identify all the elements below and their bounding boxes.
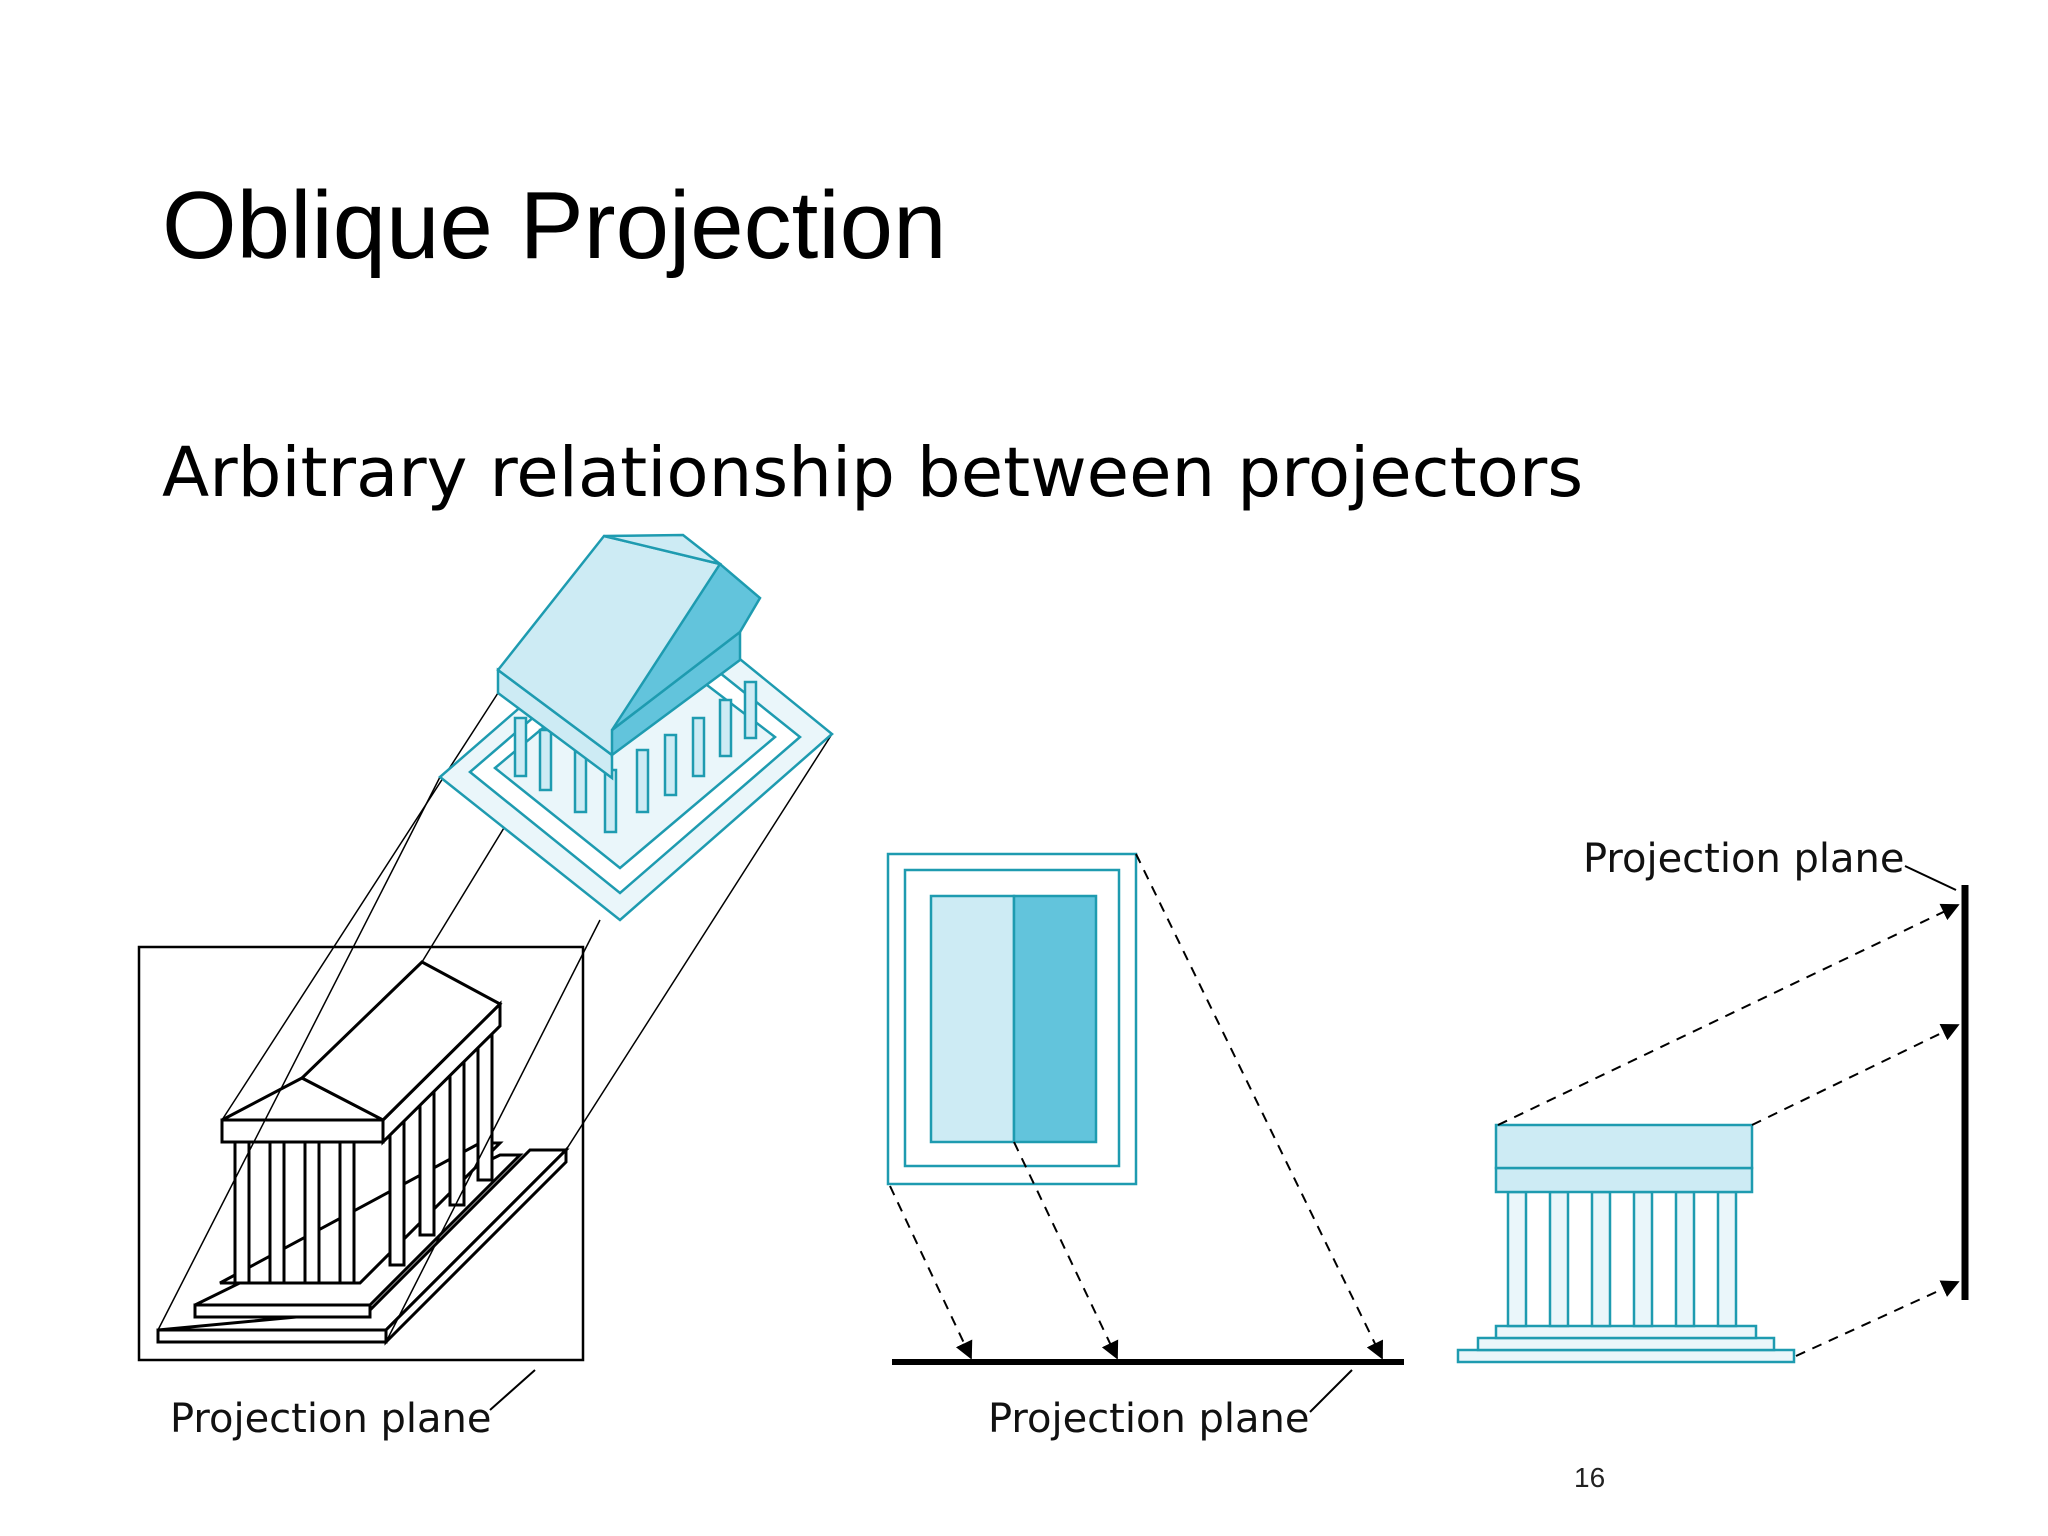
left-projectors <box>157 534 833 1343</box>
left-plane-frame <box>137 945 585 1362</box>
left-label-leader <box>489 1369 536 1411</box>
side-view-columns <box>1506 1190 1738 1328</box>
right-side-view: Projection plane <box>1456 836 1969 1364</box>
middle-label-leader <box>1309 1369 1353 1413</box>
left-plane-label: Projection plane <box>170 1396 491 1442</box>
bullet-text-line: Arbitrary relationship between projector… <box>162 433 1584 528</box>
roof-light-half <box>929 894 1016 1144</box>
middle-projectors <box>889 853 1383 1360</box>
roof-dark-half <box>1012 894 1098 1144</box>
slide-title: Oblique Projection <box>162 172 947 279</box>
right-plane-label: Projection plane <box>1583 836 1904 882</box>
bullet-text: Arbitrary relationship between projector… <box>162 428 1662 528</box>
middle-plane-label: Projection plane <box>988 1396 1309 1442</box>
left-oblique-view: Projection plane <box>137 533 834 1442</box>
black-temple <box>156 960 570 1346</box>
page-number: 16 <box>1574 1462 1606 1493</box>
side-view-entablature <box>1494 1166 1754 1194</box>
side-view-roof <box>1494 1123 1754 1170</box>
cyan-temple-oblique <box>438 533 834 922</box>
right-label-leader <box>1904 865 1957 891</box>
right-projectors <box>1497 903 1960 1357</box>
middle-top-view: Projection plane <box>886 852 1404 1442</box>
